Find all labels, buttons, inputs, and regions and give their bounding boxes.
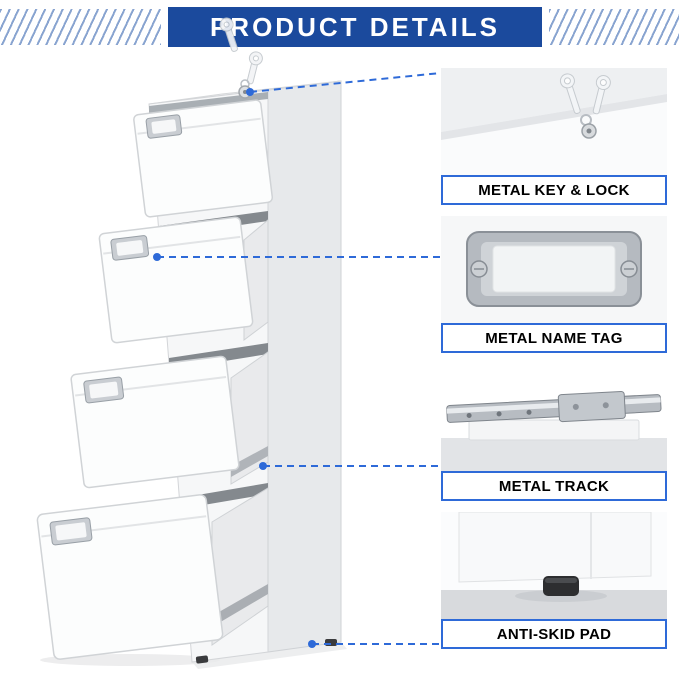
cabinet [36,17,347,669]
callout-dot-track [259,462,267,470]
callout-label-name-tag: METAL NAME TAG [441,323,667,353]
metal-track [212,584,268,627]
callout-dot-name-tag [153,253,161,261]
callout-label-key-lock: METAL KEY & LOCK [441,175,667,205]
metal-track-photo [441,364,667,471]
anti-skid-pad-photo [441,512,667,619]
drawer-2 [98,216,254,344]
key-lock-photo [441,68,667,175]
cabinet-foot [195,655,209,664]
callout-panel-pad: ANTI-SKID PAD [441,512,667,649]
callout-label-track: METAL TRACK [441,471,667,501]
banner-stripes-right [549,9,679,45]
callout-lines [157,72,442,645]
callout-dots [153,88,316,648]
callout-label-pad: ANTI-SKID PAD [441,619,667,649]
drawer-4 [36,494,224,660]
callout-dot-pad [308,640,316,648]
drawer-3 [70,355,240,489]
banner-stripes-left [0,9,161,45]
drawer-1 [133,99,274,218]
callout-line-key-lock [249,72,442,93]
page-title: PRODUCT DETAILS [209,11,501,42]
metal-track [231,446,268,477]
lock-and-keys [219,17,263,99]
name-tag-photo [441,216,667,323]
callout-dot-key-lock [246,88,254,96]
callout-panel-key-lock: METAL KEY & LOCK [441,68,667,205]
callout-panel-track: METAL TRACK [441,364,667,501]
callout-panel-name-tag: METAL NAME TAG [441,216,667,353]
